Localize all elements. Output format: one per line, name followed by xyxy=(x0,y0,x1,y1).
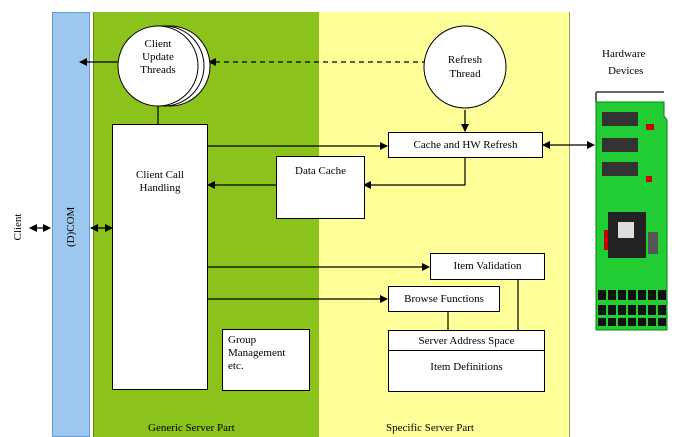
hardware-label-line1: Hardware xyxy=(602,48,646,60)
client-call-handling-box: Client Call Handling xyxy=(112,124,208,390)
hardware-board-image xyxy=(595,91,668,331)
server-address-space-label: Server Address Space xyxy=(389,331,544,351)
data-cache-box: Data Cache xyxy=(276,156,365,219)
group-management-box: Group Management etc. xyxy=(222,329,310,391)
refresh-thread-shape xyxy=(423,25,507,109)
specific-server-part-label: Specific Server Part xyxy=(386,422,474,434)
item-validation-box: Item Validation xyxy=(430,253,545,280)
client-label: Client xyxy=(12,213,24,241)
cache-hw-refresh-box: Cache and HW Refresh xyxy=(388,132,543,158)
browse-functions-box: Browse Functions xyxy=(388,286,500,312)
item-definitions-label: Item Definitions xyxy=(430,361,503,373)
server-address-space-box: Server Address Space Item Definitions xyxy=(388,330,545,392)
generic-server-part-label: Generic Server Part xyxy=(148,422,235,434)
refresh-thread-label: Refresh Thread xyxy=(447,54,483,80)
client-update-threads-label: Client Update Threads xyxy=(140,38,176,76)
com-layer xyxy=(52,12,90,437)
refresh-to-datacache-arrow xyxy=(363,158,466,189)
client-update-threads-shape xyxy=(117,25,211,107)
hardware-label-line2: Devices xyxy=(608,65,644,77)
com-label: (D)COM xyxy=(65,206,77,247)
